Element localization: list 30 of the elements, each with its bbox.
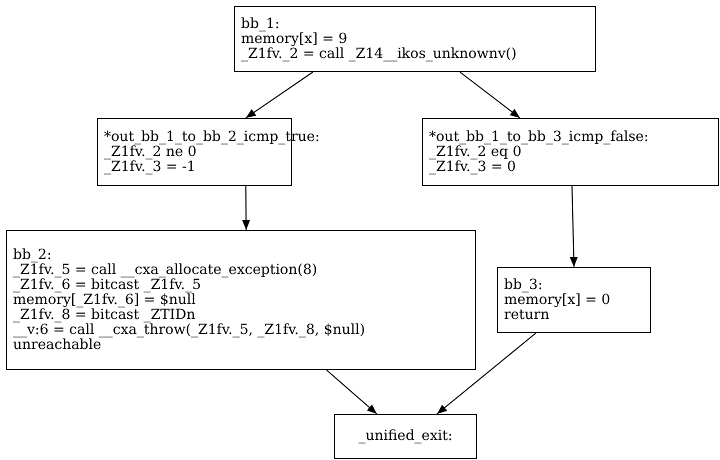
arrow xyxy=(326,370,378,414)
code-line: memory[x] = 0 xyxy=(504,292,610,308)
code-line: _Z1fv._2 = call _Z14__ikos_unknownv() xyxy=(241,46,517,62)
block-label: *out_bb_1_to_bb_3_icmp_false: xyxy=(429,130,649,144)
code-block-box xyxy=(497,267,651,333)
code-line: memory[_Z1fv._6] = $null xyxy=(13,292,196,308)
arrow xyxy=(460,72,520,118)
code-line: _Z1fv._2 ne 0 xyxy=(104,144,197,160)
code-line: _Z1fv._3 = 0 xyxy=(429,160,516,174)
code-line: _Z1fv._6 = bitcast _Z1fv._5 xyxy=(13,278,201,292)
code-line: _Z1fv._2 eq 0 xyxy=(429,144,522,160)
code-line: _Z1fv._5 = call __cxa_allocate_exception(8) xyxy=(13,262,318,278)
block-label: bb_3: xyxy=(504,278,543,292)
arrow xyxy=(436,332,536,414)
code-block-box xyxy=(334,414,477,459)
code-block-box xyxy=(6,230,476,370)
arrow xyxy=(245,72,314,118)
code-line: _Z1fv._8 = bitcast _ZTIDn xyxy=(13,308,196,322)
code-line: memory[x] = 9 xyxy=(241,32,348,46)
arrow xyxy=(570,186,578,268)
code-line: return xyxy=(504,308,550,322)
block-label: bb_2: xyxy=(13,248,52,262)
code-line: _Z1fv._3 = -1 xyxy=(104,160,196,174)
code-block-box xyxy=(234,6,596,72)
block-label: bb_1: xyxy=(241,16,280,32)
code-line: _unified_exit: xyxy=(358,429,453,444)
code-line: __v:6 = call __cxa_throw(_Z1fv._5, _Z1fv._8, $null) xyxy=(13,322,366,338)
code-block-box xyxy=(422,118,719,186)
code-line: unreachable xyxy=(13,338,102,352)
arrow xyxy=(242,186,250,230)
